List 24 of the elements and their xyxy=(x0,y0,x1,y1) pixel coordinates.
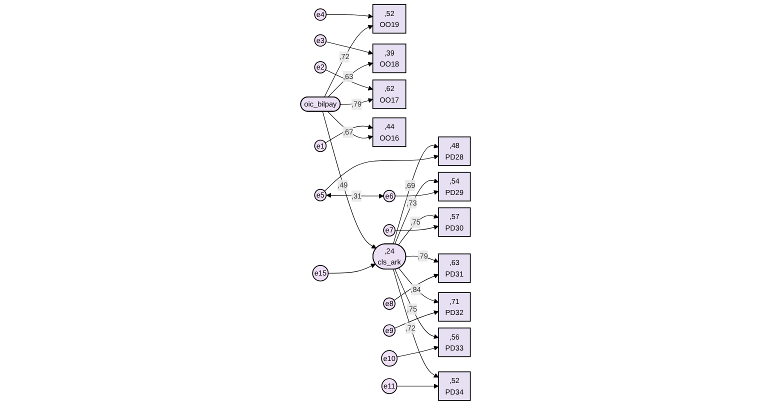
arrow xyxy=(396,346,439,358)
arrow xyxy=(398,214,439,246)
arrow xyxy=(328,264,376,274)
arrow xyxy=(394,224,439,231)
arrow xyxy=(393,269,439,378)
arrow xyxy=(324,154,439,192)
arrow xyxy=(394,274,439,301)
arrow xyxy=(326,14,374,19)
arrow xyxy=(324,25,374,98)
arrow xyxy=(328,62,374,98)
arrow xyxy=(328,111,374,140)
arrow xyxy=(406,256,439,263)
arrow xyxy=(394,310,439,328)
arrow xyxy=(394,190,439,196)
arrow xyxy=(326,41,374,55)
arrow xyxy=(394,269,439,339)
arrow xyxy=(394,178,439,244)
arrow xyxy=(322,111,376,249)
arrow xyxy=(393,144,439,244)
arrow xyxy=(398,268,439,304)
arrow xyxy=(326,192,384,198)
arrow xyxy=(396,384,439,389)
arrow xyxy=(325,124,374,144)
arrow xyxy=(325,69,374,90)
